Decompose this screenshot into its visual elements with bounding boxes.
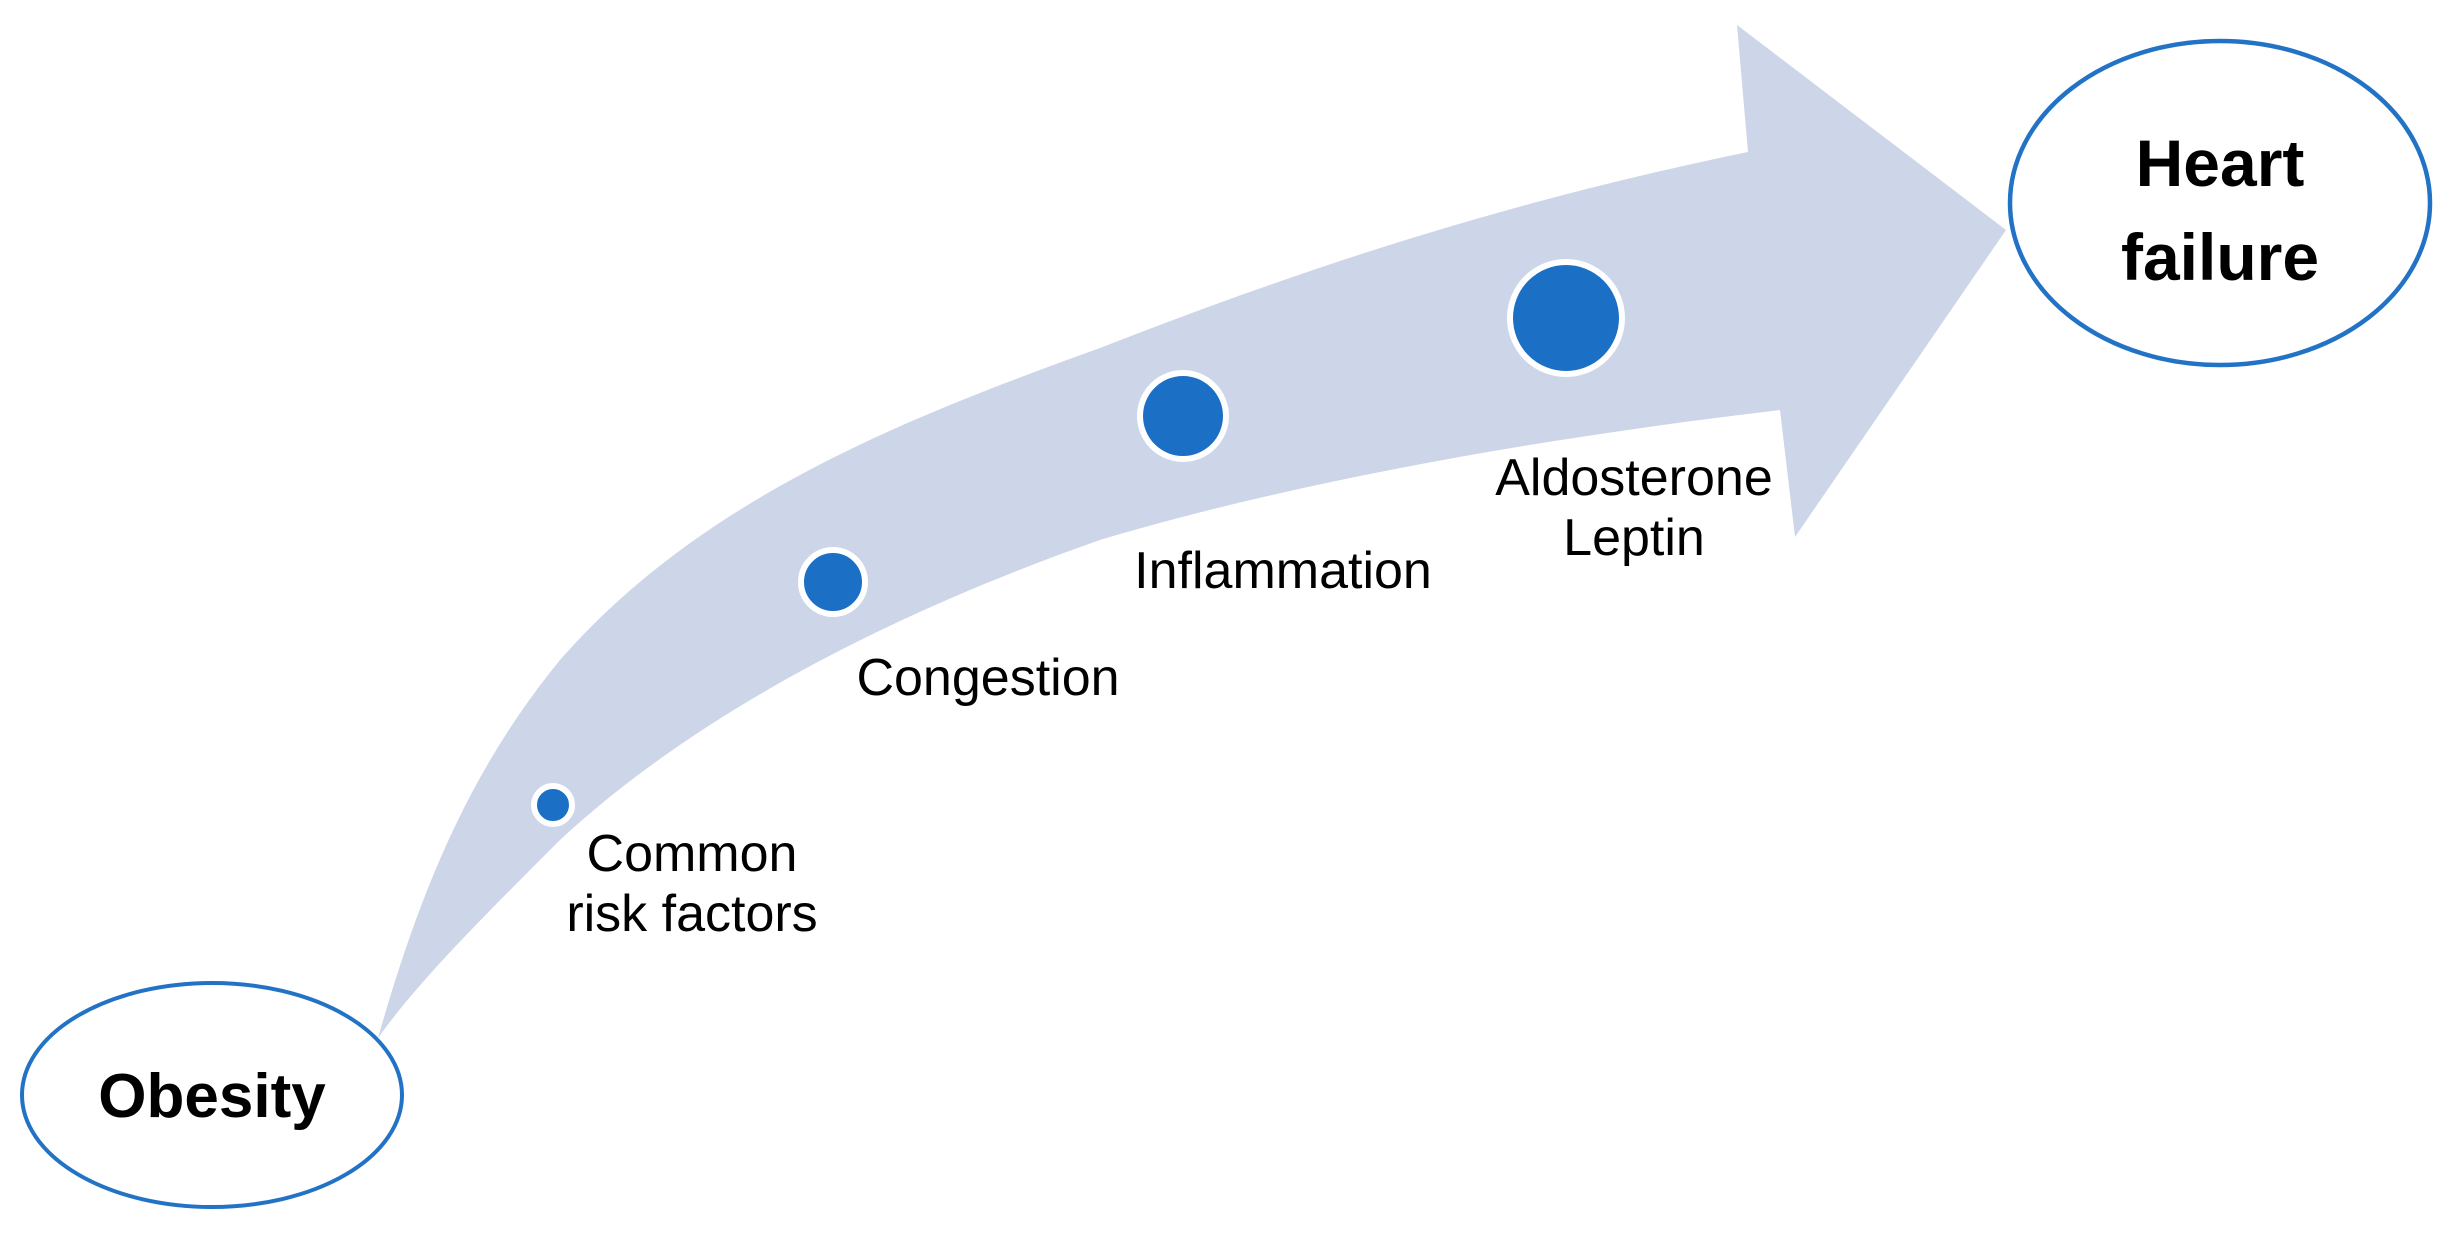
stage-label-aldosterone-leptin: Aldosterone Leptin bbox=[1495, 449, 1773, 567]
stage-label-congestion: Congestion bbox=[856, 649, 1120, 707]
obesity-node-shape bbox=[20, 981, 404, 1209]
stage-dot-aldosterone-leptin bbox=[1507, 259, 1625, 377]
stage-dot-congestion bbox=[798, 547, 868, 617]
stage-dot-inflammation bbox=[1137, 370, 1229, 462]
heart-failure-node-shape bbox=[2007, 38, 2433, 368]
stage-dot-common-risk-factors bbox=[531, 783, 575, 827]
stage-label-common-risk-factors: Common risk factors bbox=[566, 825, 818, 943]
stage-label-inflammation: Inflammation bbox=[1134, 542, 1432, 600]
heart-failure-node-label: Heart failure bbox=[2120, 126, 2320, 294]
obesity-node-label: Obesity bbox=[98, 1062, 326, 1131]
